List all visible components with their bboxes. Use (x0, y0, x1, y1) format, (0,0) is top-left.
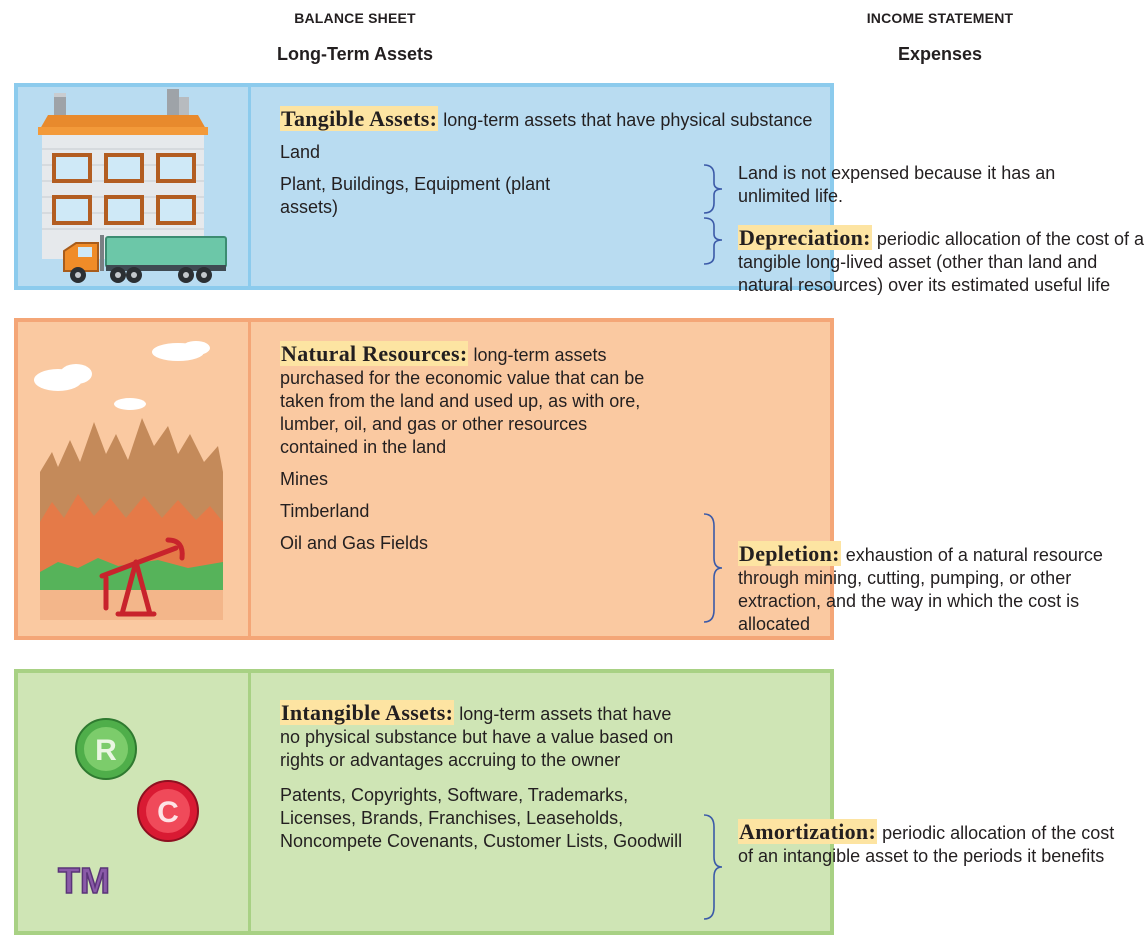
natural-resources-illustration (18, 322, 251, 636)
factory-building-icon (38, 89, 208, 259)
natural-resources-text: Natural Resources: long-term assets purc… (280, 341, 660, 555)
amortization-term: Amortization: (738, 819, 878, 844)
tangible-item-plant-assets: Plant, Buildings, Equipment (plant asset… (280, 174, 551, 217)
cloud-icon (34, 341, 210, 410)
depreciation-term: Depreciation: (738, 225, 872, 250)
depletion-term: Depletion: (738, 541, 841, 566)
registered-icon: R (75, 718, 137, 780)
truck-icon (63, 235, 227, 283)
curly-brace-icon (700, 813, 730, 921)
amortization-note: Amortization: periodic allocation of the… (738, 819, 1128, 868)
natural-item-timberland: Timberland (280, 501, 370, 521)
natural-resources-definition: long-term assets purchased for the econo… (280, 345, 645, 457)
income-statement-label: INCOME STATEMENT (866, 10, 1014, 26)
natural-resources-term: Natural Resources: (280, 341, 469, 366)
intangible-assets-definition: long-term assets that have no physical s… (280, 704, 674, 770)
depreciation-text: periodic allocation of the cost of a tan… (738, 229, 1144, 295)
svg-text:C: C (157, 796, 179, 829)
amortization-text: periodic allocation of the cost of an in… (738, 823, 1115, 866)
tangible-assets-text: Tangible Assets: long-term assets that h… (280, 106, 820, 219)
copyright-icon: C (137, 780, 199, 842)
natural-resources-panel: Natural Resources: long-term assets purc… (14, 318, 834, 640)
land-note: Land is not expensed because it has an u… (738, 163, 1056, 206)
intangible-assets-panel: R C TM Intangible Assets: long-term asse… (14, 669, 834, 935)
natural-item-mines: Mines (280, 469, 329, 489)
intangible-assets-illustration: R C TM (18, 673, 251, 931)
curly-brace-icon (700, 512, 730, 624)
depreciation-note: Depreciation: periodic allocation of the… (738, 225, 1148, 297)
tangible-assets-definition: long-term assets that have physical subs… (443, 110, 813, 130)
tangible-assets-illustration (18, 87, 251, 286)
natural-item-oil-gas: Oil and Gas Fields (280, 533, 429, 553)
long-term-assets-title: Long-Term Assets (276, 44, 434, 64)
oil-pump-icon (99, 537, 185, 617)
intangible-assets-term: Intangible Assets: (280, 700, 455, 725)
forest-icon (40, 418, 223, 620)
expenses-title: Expenses (897, 44, 983, 64)
svg-text:TM: TM (58, 860, 110, 901)
tangible-assets-term: Tangible Assets: (280, 106, 439, 131)
curly-brace-icon (700, 216, 730, 266)
trademark-icon: TM (57, 859, 110, 902)
depletion-note: Depletion: exhaustion of a natural resou… (738, 541, 1118, 636)
depletion-text: exhaustion of a natural resource through… (738, 545, 1103, 634)
svg-text:R: R (95, 734, 117, 767)
balance-sheet-label: BALANCE SHEET (294, 10, 416, 26)
intangible-items: Patents, Copyrights, Software, Trademark… (280, 785, 683, 851)
tangible-assets-panel: Tangible Assets: long-term assets that h… (14, 83, 834, 290)
curly-brace-icon (700, 163, 730, 215)
intangible-assets-text: Intangible Assets: long-term assets that… (280, 700, 685, 853)
tangible-item-land: Land (280, 142, 321, 162)
